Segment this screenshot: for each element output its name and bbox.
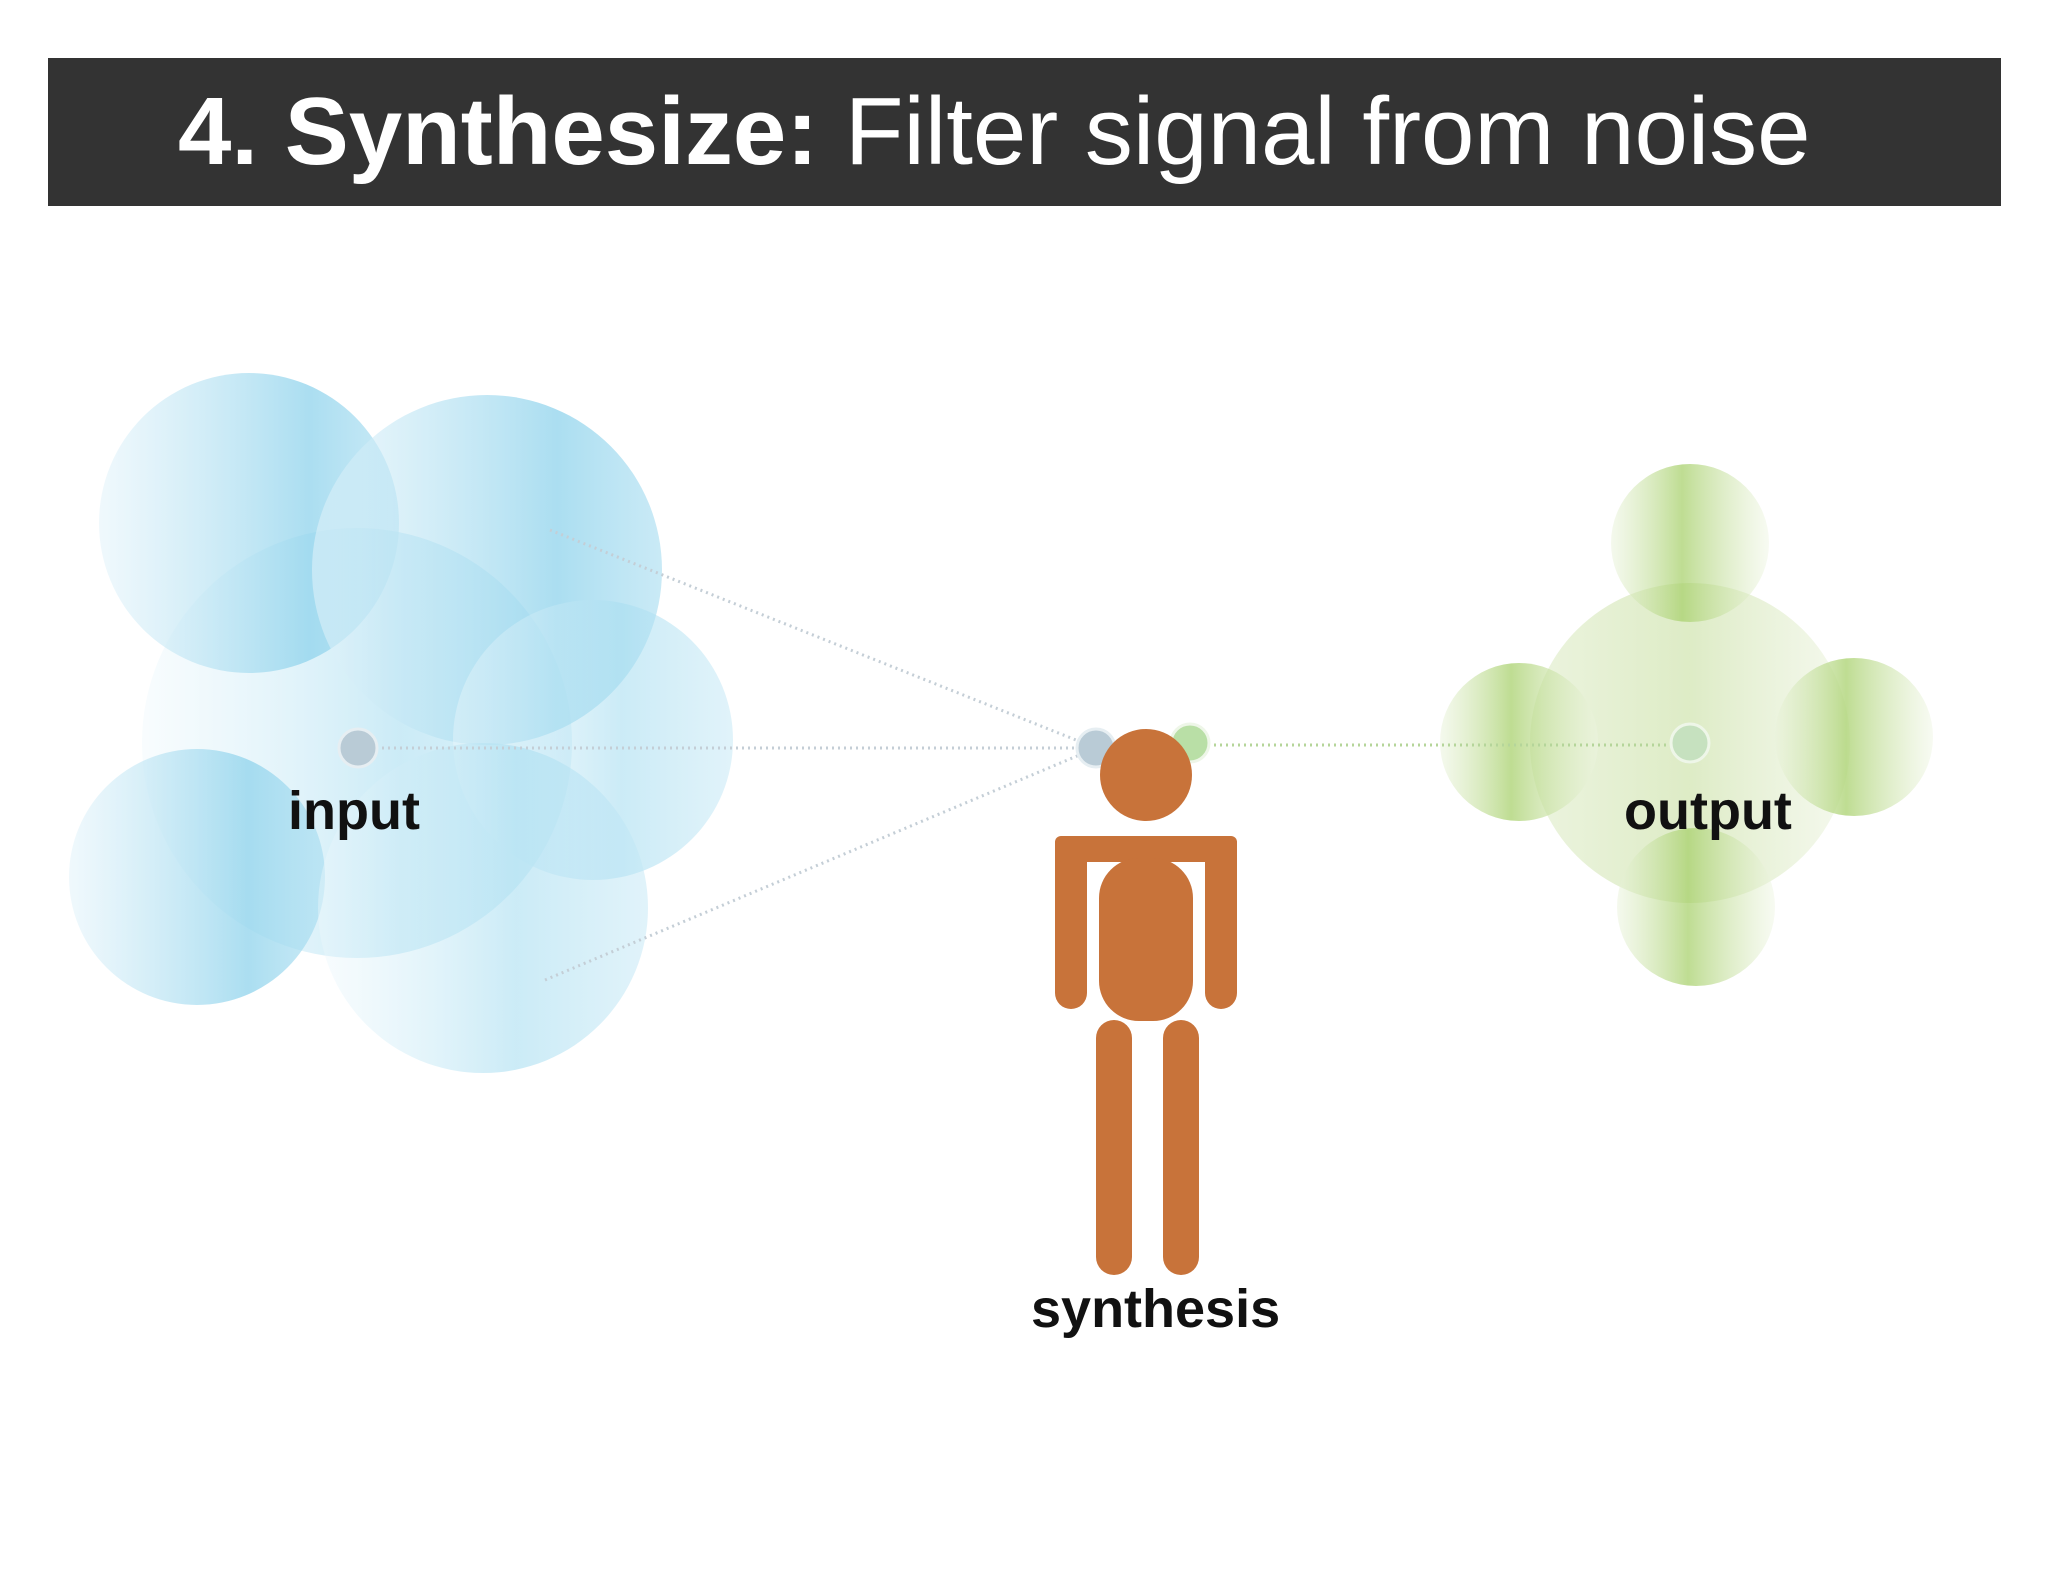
output-circle	[1611, 464, 1769, 622]
input-node	[337, 727, 379, 769]
output-circle	[1617, 828, 1775, 986]
input-cluster	[69, 373, 733, 1073]
output-circle	[1775, 658, 1933, 816]
title-rest: Filter signal from noise	[818, 78, 1811, 185]
output-node	[1669, 722, 1711, 764]
input-label: input	[288, 781, 420, 841]
page-title: 4. Synthesize: Filter signal from noise	[178, 84, 1811, 180]
input-line-top	[549, 528, 1097, 750]
output-label: output	[1624, 781, 1792, 841]
input-circle	[318, 743, 648, 1073]
output-cluster	[1440, 464, 1933, 986]
connector-lines	[358, 528, 1690, 982]
synthesis-label: synthesis	[1031, 1279, 1281, 1339]
input-circle	[69, 749, 325, 1005]
title-bar: 4. Synthesize: Filter signal from noise	[48, 58, 2001, 206]
input-line-bottom	[544, 746, 1097, 982]
title-bold: 4. Synthesize:	[178, 78, 819, 185]
output-circle	[1440, 663, 1598, 821]
person-icon	[1055, 729, 1237, 1275]
